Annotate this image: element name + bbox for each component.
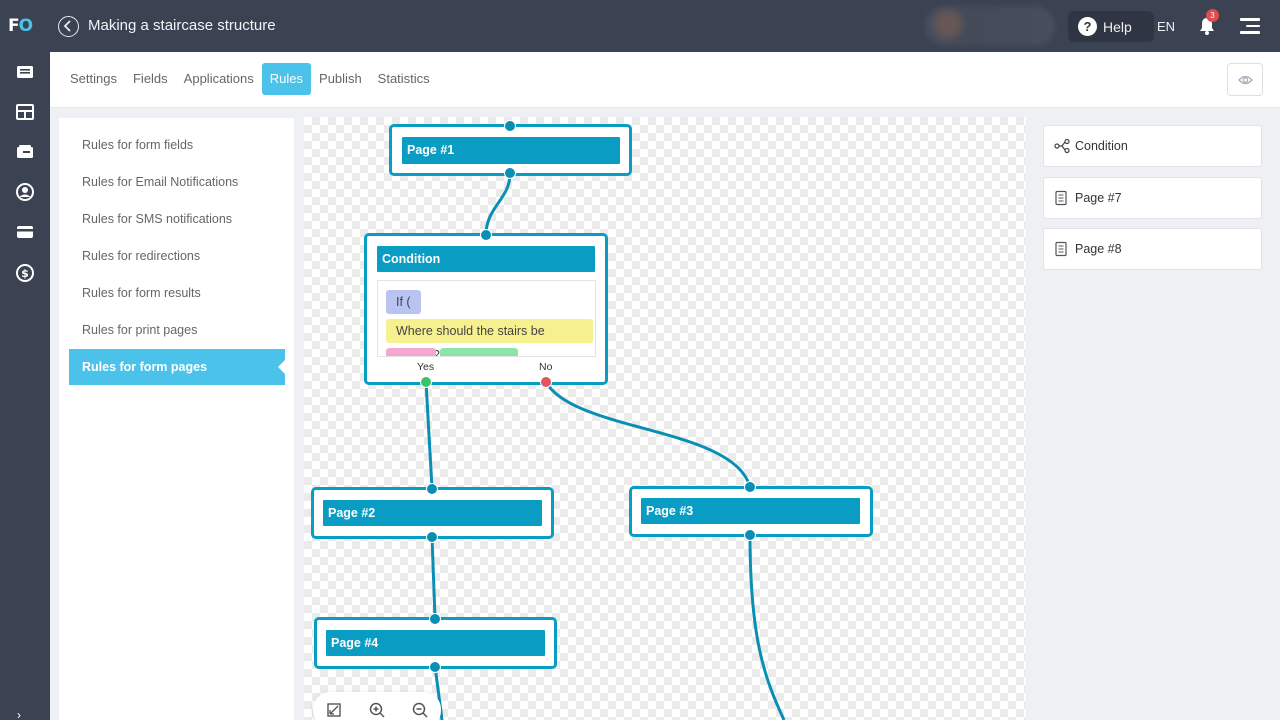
port-out[interactable] bbox=[426, 531, 438, 543]
app-logo[interactable]: FO bbox=[8, 16, 33, 36]
palette-label: Page #7 bbox=[1075, 191, 1122, 205]
node-condition[interactable]: Condition If ( Where should the stairs b… bbox=[364, 233, 608, 385]
if-chip: If ( bbox=[386, 290, 421, 314]
left-rail: FO $ › bbox=[0, 0, 50, 720]
rules-item-print[interactable]: Rules for print pages bbox=[82, 323, 198, 337]
node-page-2[interactable]: Page #2 bbox=[311, 487, 554, 539]
yes-label: Yes bbox=[417, 361, 435, 373]
palette-label: Page #8 bbox=[1075, 242, 1122, 256]
page-icon bbox=[1055, 241, 1067, 257]
palette-item-condition[interactable]: Condition bbox=[1043, 125, 1262, 167]
account-icon[interactable] bbox=[14, 181, 36, 203]
zoom-controls bbox=[313, 692, 441, 720]
inbox-icon[interactable] bbox=[14, 141, 36, 163]
wire-page1-condition bbox=[484, 173, 512, 236]
tabs: Settings Fields Applications Rules Publi… bbox=[58, 59, 438, 99]
rules-item-form-pages[interactable]: Rules for form pages bbox=[69, 349, 285, 385]
dollar-icon[interactable]: $ bbox=[14, 262, 36, 284]
forms-icon[interactable] bbox=[14, 61, 36, 83]
tab-applications[interactable]: Applications bbox=[183, 71, 254, 86]
no-label: No bbox=[539, 361, 553, 373]
tab-fields[interactable]: Fields bbox=[132, 71, 168, 86]
tab-publish[interactable]: Publish bbox=[319, 71, 362, 86]
help-icon: ? bbox=[1078, 17, 1097, 36]
question-chip: Where should the stairs be placed? bbox=[386, 319, 593, 356]
port-no[interactable] bbox=[540, 376, 552, 388]
wire-page3-down bbox=[748, 534, 786, 720]
zoom-in-icon[interactable] bbox=[368, 701, 386, 719]
back-button[interactable] bbox=[58, 16, 79, 37]
node-title: Page #3 bbox=[641, 498, 860, 524]
rules-item-form-fields[interactable]: Rules for form fields bbox=[82, 138, 194, 152]
rules-item-results[interactable]: Rules for form results bbox=[82, 286, 201, 300]
node-title: Page #2 bbox=[323, 500, 542, 526]
user-profile-blurred[interactable] bbox=[925, 6, 1055, 46]
zoom-out-icon[interactable] bbox=[411, 701, 429, 719]
node-title: Page #4 bbox=[326, 630, 545, 656]
svg-text:$: $ bbox=[21, 267, 29, 280]
wire-yes-page2 bbox=[424, 381, 434, 489]
flow-canvas[interactable]: Page #1 Condition If ( Where should the … bbox=[304, 117, 1026, 720]
page-title: Making a staircase structure bbox=[88, 17, 276, 34]
port-in[interactable] bbox=[504, 120, 516, 132]
rules-item-email[interactable]: Rules for Email Notifications bbox=[82, 175, 239, 189]
preview-button[interactable] bbox=[1227, 63, 1263, 96]
rules-menu: Rules for form fields Rules for Email No… bbox=[59, 118, 294, 720]
expand-rail-icon[interactable]: › bbox=[17, 708, 21, 720]
dashboard-icon[interactable] bbox=[14, 101, 36, 123]
help-button[interactable]: ? Help bbox=[1068, 11, 1154, 42]
node-title: Condition bbox=[377, 246, 595, 272]
condition-expression: If ( Where should the stairs be placed? bbox=[377, 280, 596, 357]
tab-settings[interactable]: Settings bbox=[70, 71, 117, 86]
node-title: Page #1 bbox=[402, 137, 620, 164]
hamburger-menu-icon[interactable] bbox=[1240, 18, 1260, 34]
port-out[interactable] bbox=[744, 529, 756, 541]
rules-item-sms[interactable]: Rules for SMS notifications bbox=[82, 212, 233, 226]
wire-page2-page4 bbox=[430, 536, 437, 619]
port-in[interactable] bbox=[426, 483, 438, 495]
help-label: Help bbox=[1103, 19, 1132, 35]
language-selector[interactable]: EN bbox=[1157, 19, 1176, 34]
tab-statistics[interactable]: Statistics bbox=[377, 71, 430, 86]
element-palette: Condition Page #7 Page #8 bbox=[1035, 117, 1280, 720]
connectors bbox=[424, 173, 786, 720]
palette-item-page-7[interactable]: Page #7 bbox=[1043, 177, 1262, 219]
value-chip bbox=[440, 348, 518, 356]
billing-card-icon[interactable] bbox=[14, 221, 36, 243]
port-yes[interactable] bbox=[420, 376, 432, 388]
wire-no-page3 bbox=[544, 381, 752, 488]
page-icon bbox=[1055, 190, 1067, 206]
eye-icon bbox=[1238, 75, 1253, 85]
palette-item-page-8[interactable]: Page #8 bbox=[1043, 228, 1262, 270]
operator-chip bbox=[386, 348, 436, 356]
node-page-4[interactable]: Page #4 bbox=[314, 617, 557, 669]
condition-icon bbox=[1054, 138, 1070, 154]
notification-badge: 3 bbox=[1206, 9, 1219, 22]
palette-label: Condition bbox=[1075, 139, 1128, 153]
port-in[interactable] bbox=[429, 613, 441, 625]
tab-rules[interactable]: Rules bbox=[261, 63, 312, 95]
tab-bar: Settings Fields Applications Rules Publi… bbox=[50, 52, 1280, 108]
port-out[interactable] bbox=[429, 661, 441, 673]
fit-screen-icon[interactable] bbox=[325, 701, 343, 719]
port-out[interactable] bbox=[504, 167, 516, 179]
port-in[interactable] bbox=[744, 481, 756, 493]
port-in[interactable] bbox=[480, 229, 492, 241]
top-bar: Making a staircase structure ? Help EN 3 bbox=[50, 0, 1280, 52]
rules-item-redirections[interactable]: Rules for redirections bbox=[82, 249, 201, 263]
